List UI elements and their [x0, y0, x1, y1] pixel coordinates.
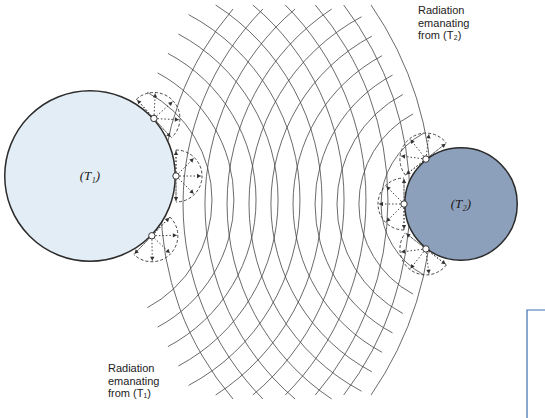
wavefront-arc — [168, 53, 256, 346]
wavefront-arc — [315, 5, 388, 395]
wavefront-arc — [249, 17, 362, 391]
wavefront-arc — [178, 34, 278, 366]
wavefront-arc — [183, 9, 263, 399]
emission-hemisphere — [400, 233, 446, 275]
wavefront-arc — [161, 9, 233, 399]
wavefront-arc — [285, 5, 366, 395]
wavefront-arc — [271, 36, 372, 372]
temperature-label: (T₁) — [80, 168, 100, 184]
wavefront-arc — [344, 5, 410, 395]
frame-edge — [527, 310, 545, 418]
wavefront-arc — [227, 9, 332, 399]
emission-hemisphere — [378, 178, 407, 230]
wavefront-arc — [359, 114, 413, 294]
emission-hemisphere — [134, 217, 178, 262]
body-circle: (T₂) — [404, 147, 518, 261]
emission-hemisphere — [137, 92, 180, 137]
radiation-label: Radiation emanating from (T₁) — [108, 362, 170, 400]
body-circle: (T₁) — [4, 90, 176, 262]
wavefront-arc — [216, 5, 322, 395]
wavefront-arc — [293, 56, 382, 353]
emission-hemisphere — [400, 133, 446, 175]
radiation-label: Radiation emanating from (T₂) — [418, 4, 480, 42]
temperature-label: (T₂) — [451, 196, 471, 212]
emission-hemisphere — [173, 150, 202, 202]
wavefront-arc — [315, 75, 392, 333]
